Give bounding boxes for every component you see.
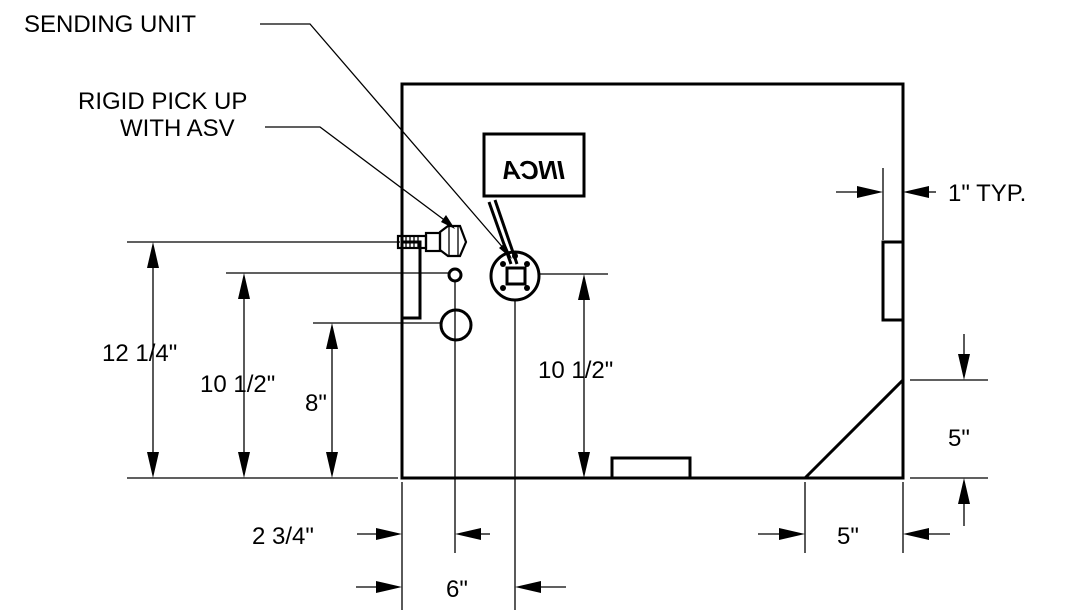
dim-10-1-2-right — [578, 274, 590, 478]
dim-2-3-4-label: 2 3/4" — [252, 523, 314, 550]
dim-10-1-2-left-label: 10 1/2" — [200, 371, 275, 398]
dim-5-horizontal — [758, 528, 950, 540]
right-mounting-tab — [881, 240, 905, 322]
dim-6-label: 6" — [446, 576, 468, 603]
dim-8-label: 8" — [305, 390, 327, 417]
left-mounting-tab — [400, 240, 422, 320]
dim-6 — [356, 581, 566, 593]
dim-5-vertical — [958, 334, 970, 526]
dim-2-3-4 — [357, 528, 490, 540]
pickup-leader — [265, 126, 455, 229]
corner-chamfer — [803, 378, 905, 480]
sending-unit — [487, 199, 541, 302]
logo-plate — [482, 132, 586, 198]
tank-outline — [400, 82, 905, 480]
dim-1-typ-label: 1" TYP. — [948, 180, 1026, 207]
dim-5-horizontal-label: 5" — [837, 523, 859, 550]
dim-1-typ — [836, 186, 936, 198]
bottom-mounting-tab — [610, 456, 692, 480]
pickup-label-line2: WITH ASV — [120, 115, 235, 142]
dim-12-1-4 — [147, 242, 159, 478]
dim-12-1-4-label: 12 1/4" — [102, 340, 177, 367]
dim-10-1-2-right-label: 10 1/2" — [538, 357, 613, 384]
large-port — [439, 308, 473, 342]
sending-unit-label: SENDING UNIT — [24, 11, 196, 38]
sending-unit-leader — [260, 23, 512, 259]
small-port — [447, 267, 463, 283]
dim-5-vertical-label: 5" — [948, 425, 970, 452]
logo-text: INCA — [501, 155, 565, 185]
pickup-label-line1: RIGID PICK UP — [78, 88, 247, 115]
dim-10-1-2-left — [238, 273, 250, 478]
dim-8 — [326, 323, 338, 478]
